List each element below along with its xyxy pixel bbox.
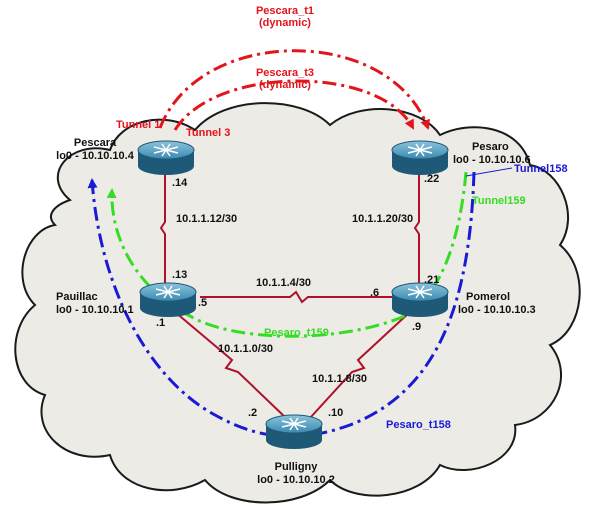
router-icon [265, 414, 323, 449]
router-icon [139, 282, 197, 317]
tunnel-pesaro-t159 [106, 171, 468, 338]
pesaro-name: Pesaro [472, 141, 509, 153]
pomerol-loopback: lo0 - 10.10.10.3 [458, 304, 536, 316]
if-pescara-14: .14 [172, 177, 188, 189]
tunnel158-label: Tunnel158 [514, 163, 568, 175]
router-icon [137, 140, 195, 175]
pauillac-name: Pauillac [56, 291, 98, 303]
tunnel159-label: Tunnel159 [472, 195, 526, 207]
router-pescara[interactable] [137, 140, 195, 175]
if-pulligny-10: .10 [328, 407, 343, 419]
router-pauillac[interactable] [139, 282, 197, 317]
tunnel-t3-type: (dynamic) [259, 79, 311, 91]
router-pomerol[interactable] [391, 282, 449, 317]
tunnel-pescara-t3 [173, 79, 415, 131]
router-icon [391, 282, 449, 317]
pesaro-t159-label: Pesaro_t159 [264, 327, 329, 339]
tunnel-pesaro-t158 [87, 171, 476, 438]
pesaro-t158-label: Pesaro_t158 [386, 419, 451, 431]
tunnel-t1-type: (dynamic) [259, 17, 311, 29]
subnet-8: 10.1.1.8/30 [312, 373, 367, 385]
pescara-loopback: lo0 - 10.10.10.4 [56, 150, 135, 162]
router-pulligny[interactable] [265, 414, 323, 449]
pauillac-loopback: lo0 - 10.10.10.1 [56, 304, 134, 316]
subnet-12: 10.1.1.12/30 [176, 213, 237, 225]
pulligny-name: Pulligny [275, 461, 319, 473]
network-cloud [14, 102, 581, 504]
if-pauillac-13: .13 [172, 269, 187, 281]
router-pesaro[interactable] [391, 140, 449, 175]
tunnel-t3-name: Pescara_t3 [256, 67, 314, 79]
pesaro-loopback: lo0 - 10.10.10.6 [453, 154, 531, 166]
tunnel1-label: Tunnel 1 [116, 119, 160, 131]
pomerol-name: Pomerol [466, 291, 510, 303]
link-pauillac-pulligny [174, 311, 287, 419]
link-pauillac-pomerol [200, 290, 392, 304]
subnet-20: 10.1.1.20/30 [352, 213, 413, 225]
tunnel158-leader [465, 167, 513, 177]
if-pomerol-9: .9 [412, 321, 421, 333]
tunnel3-label: Tunnel 3 [186, 127, 230, 139]
if-pulligny-2: .2 [248, 407, 257, 419]
link-pescara-pauillac [159, 172, 166, 292]
if-pauillac-1: .1 [156, 317, 165, 329]
if-pauillac-5: .5 [198, 297, 207, 309]
tunnel-pescara-t1 [158, 49, 430, 130]
subnet-0: 10.1.1.0/30 [218, 343, 273, 355]
router-icon [391, 140, 449, 175]
if-pomerol-6: .6 [370, 287, 379, 299]
subnet-4: 10.1.1.4/30 [256, 277, 311, 289]
if-pesaro-22: .22 [424, 173, 439, 185]
pulligny-loopback: lo0 - 10.10.10.2 [257, 474, 335, 486]
physical-links [159, 172, 420, 419]
link-pesaro-pomerol [413, 172, 420, 292]
tunnel-t1-name: Pescara_t1 [256, 5, 314, 17]
tunnels-pescara-pesaro [158, 49, 430, 131]
pescara-name: Pescara [74, 137, 117, 149]
link-pomerol-pulligny [309, 311, 411, 419]
if-pomerol-21: .21 [424, 274, 439, 286]
